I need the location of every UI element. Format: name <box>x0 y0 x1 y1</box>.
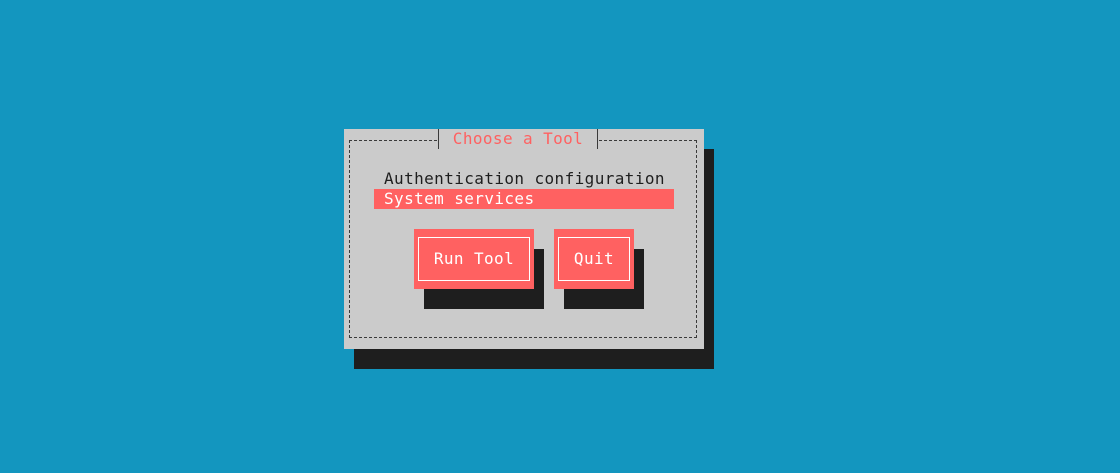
dialog-title-box: Choose a Tool <box>438 129 598 149</box>
choose-tool-dialog: Choose a Tool Authentication configurati… <box>344 129 704 349</box>
run-tool-button-label: Run Tool <box>433 249 515 268</box>
run-tool-button-border <box>418 237 530 281</box>
quit-button-label: Quit <box>573 249 615 268</box>
list-item-authentication-configuration[interactable]: Authentication configuration <box>384 169 665 188</box>
list-item-system-services[interactable]: System services <box>374 189 674 209</box>
dialog-title: Choose a Tool <box>452 129 584 148</box>
quit-button[interactable]: Quit <box>554 229 634 289</box>
run-tool-button[interactable]: Run Tool <box>414 229 534 289</box>
quit-button-border <box>558 237 630 281</box>
